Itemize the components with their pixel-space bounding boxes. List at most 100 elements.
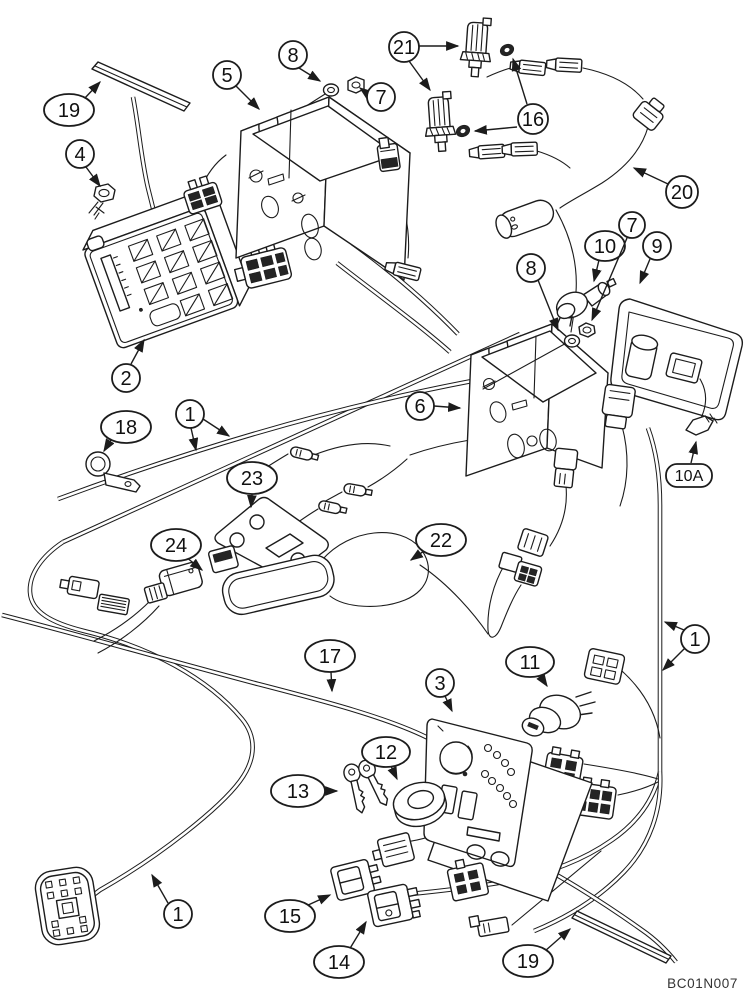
relay-module: [143, 561, 203, 604]
bulkhead-connector: [34, 866, 101, 946]
nut-right: [578, 322, 596, 338]
spade-connector-3: [468, 143, 506, 161]
callout-11: 11: [505, 646, 555, 688]
callout-label: 18: [115, 417, 137, 439]
callout-6: 6: [405, 391, 462, 421]
callout-14: 14: [313, 920, 367, 979]
connector-cluster-mid: [498, 528, 549, 587]
callout-label: 19: [517, 951, 539, 973]
keypad-module: [82, 185, 251, 349]
callout-label: 12: [375, 742, 397, 764]
callout-23: 23: [226, 461, 278, 509]
callout-13: 13: [270, 774, 339, 808]
callout-label: 11: [520, 652, 541, 674]
nut-top: [347, 76, 365, 94]
callout-24: 24: [150, 528, 204, 571]
callout-label: 6: [414, 396, 425, 418]
right-switch-body: [446, 858, 490, 902]
callout-1-bottom: 1: [151, 873, 193, 929]
grommet-1: [497, 41, 517, 59]
inline-connector-left-2: [96, 593, 130, 616]
bullet-connector-1: [288, 445, 320, 464]
cylindrical-connector: [495, 199, 555, 239]
callout-17: 17: [304, 639, 356, 693]
callout-label: 2: [120, 368, 131, 390]
instrument-panel: [423, 718, 593, 902]
callout-label: 9: [651, 236, 662, 258]
lamp-socket: [555, 277, 617, 328]
washer-right: [563, 334, 581, 348]
harness-lead-connector-20: [632, 97, 665, 131]
rocker-switch-15: [330, 858, 382, 901]
callout-8-right: 8: [516, 253, 559, 332]
callout-label: 14: [328, 952, 350, 974]
callout-7-right: 7: [591, 211, 646, 322]
callout-label: 21: [393, 37, 415, 59]
relay-connector-right: [583, 648, 626, 685]
washer-top: [322, 83, 340, 97]
callout-label: 7: [375, 87, 386, 109]
callout-3: 3: [425, 668, 455, 713]
harness-connector-4pin: [183, 175, 223, 215]
figure-code: BC01N007: [667, 976, 738, 991]
key-switch: [521, 691, 596, 737]
callout-label: 8: [287, 45, 298, 67]
flasher-relay: [601, 383, 636, 430]
rocker-switch-14: [367, 883, 421, 928]
callout-label: 20: [671, 182, 693, 204]
callout-label: 3: [434, 673, 445, 695]
spade-connector-2: [545, 56, 583, 74]
callout-7-top: 7: [358, 82, 396, 112]
callout-21: 21: [388, 31, 460, 92]
trim-strip-bottom: [571, 910, 672, 964]
callout-label: 4: [74, 144, 85, 166]
callout-label: 17: [319, 646, 341, 668]
callout-4: 4: [65, 139, 101, 188]
callout-19-top: 19: [43, 80, 101, 127]
callout-20: 20: [632, 167, 699, 209]
callout-label: 1: [689, 629, 700, 651]
callout-label: 15: [279, 906, 301, 928]
pressure-switch-2: [421, 90, 458, 153]
callout-2: 2: [111, 338, 145, 393]
bullet-connector-3: [317, 499, 349, 517]
callout-16: 16: [473, 57, 549, 135]
callout-1-right: 1: [662, 621, 710, 671]
callout-label: 22: [430, 530, 452, 552]
callout-label: 23: [241, 468, 263, 490]
callout-label: 19: [58, 100, 80, 122]
callout-5: 5: [212, 60, 260, 110]
callout-label: 24: [165, 535, 187, 557]
callout-10A: 10A: [665, 440, 713, 488]
inline-connector-left-1: [59, 575, 100, 600]
callout-label: 5: [221, 65, 232, 87]
stud-axis-line-right: [482, 340, 571, 390]
small-switch-top: [376, 136, 401, 173]
callout-label: 16: [522, 109, 544, 131]
pressure-switch-1: [458, 15, 494, 79]
spade-connector-5: [383, 259, 422, 282]
callout-8-top: 8: [278, 40, 322, 82]
small-connector-bottom: [468, 915, 510, 938]
callout-label: 1: [172, 904, 183, 926]
callout-12: 12: [361, 736, 411, 781]
callout-10: 10: [584, 230, 626, 283]
connector-below-box: [553, 447, 579, 489]
callout-19-bottom: 19: [502, 928, 572, 978]
callout-label: 10A: [675, 468, 704, 485]
mounting-screw: [88, 183, 116, 220]
spade-connector-4: [501, 141, 539, 158]
callout-label: 13: [287, 781, 309, 803]
callouts: 19 4 5 8 7 21: [43, 31, 713, 979]
bullet-connector-2: [342, 482, 374, 499]
callout-1-upper: 1: [175, 399, 231, 452]
callout-18: 18: [100, 410, 152, 453]
callout-label: 8: [525, 258, 536, 280]
callout-label: 1: [184, 404, 195, 426]
retainer-clip: [685, 413, 718, 436]
callout-22: 22: [409, 523, 467, 561]
callout-9: 9: [639, 231, 672, 285]
callout-15: 15: [264, 894, 332, 933]
